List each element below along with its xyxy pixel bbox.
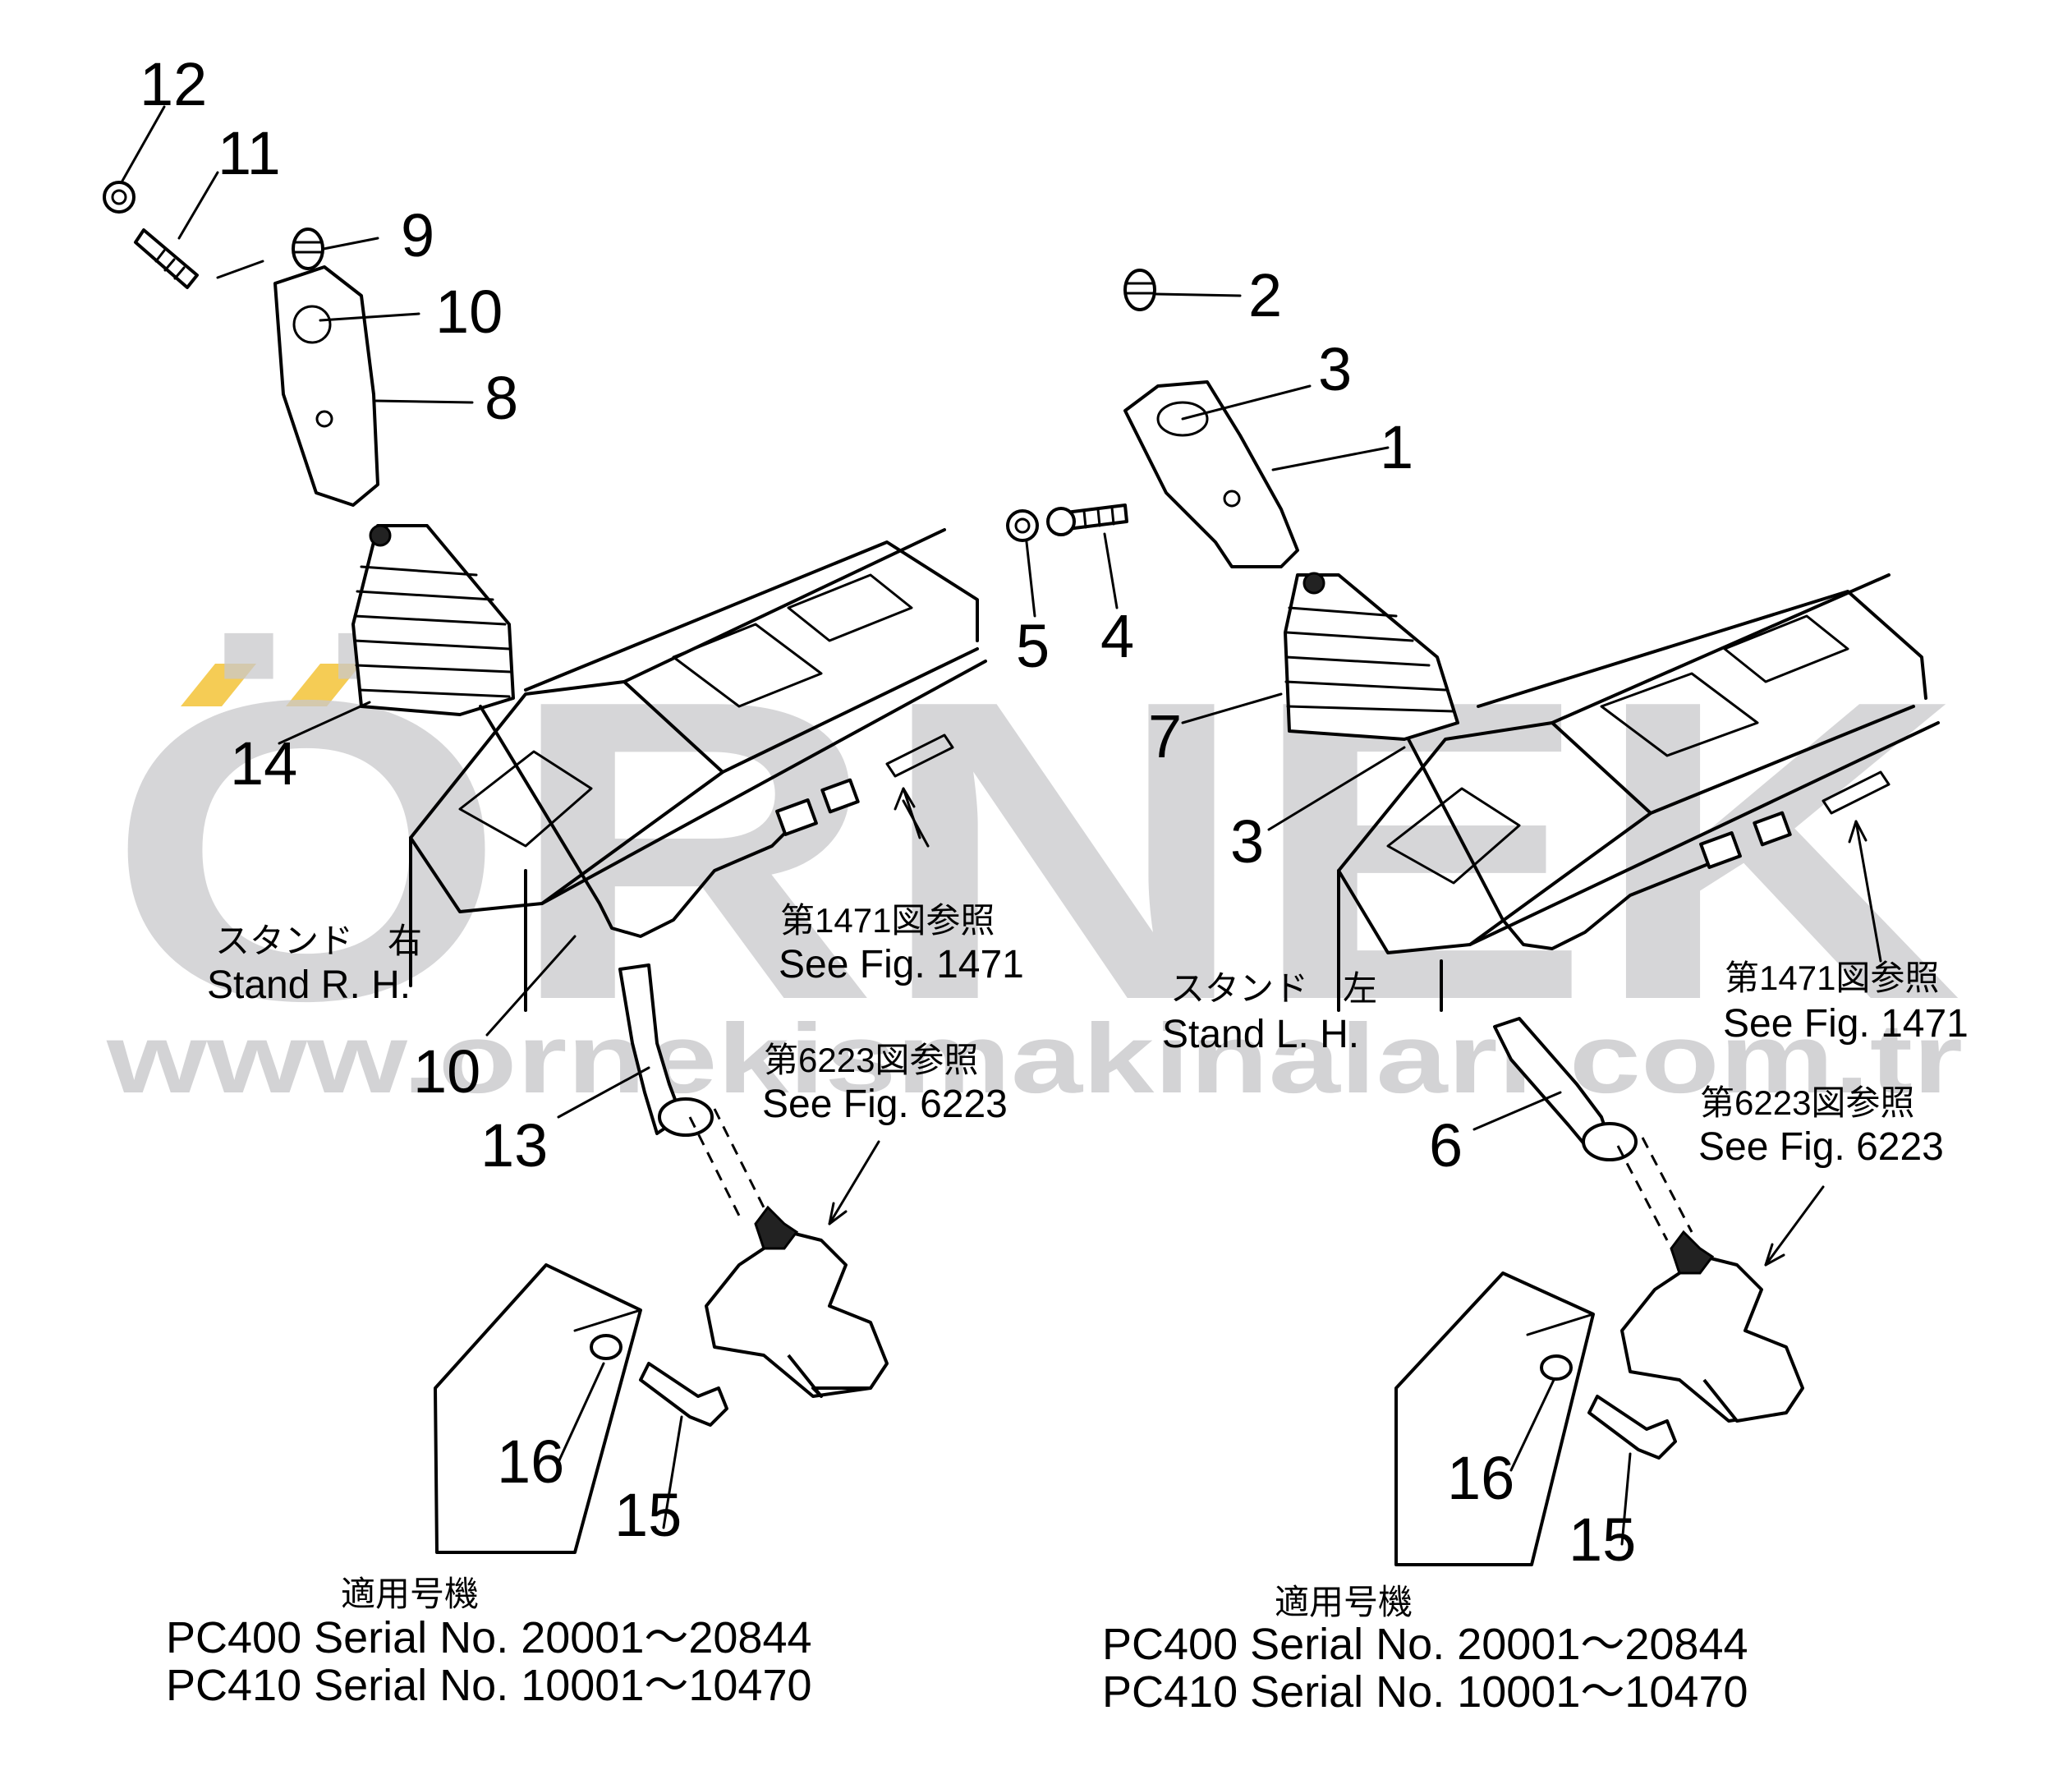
bolt-11	[134, 228, 199, 289]
callout-16-lh: 16	[1447, 1444, 1514, 1512]
watermark-accent-right	[286, 664, 361, 706]
applicable-rh-jp: 適用号機	[341, 1575, 479, 1613]
rubber-boot-rh	[351, 524, 515, 716]
watermark-accent-left	[181, 664, 256, 706]
serial-rh-1: PC400 Serial No. 20001～20844	[166, 1613, 812, 1662]
callout-4: 4	[1100, 602, 1134, 670]
bolt-15	[639, 1362, 728, 1427]
callout-10-top: 10	[435, 278, 503, 346]
callout-5: 5	[1016, 612, 1050, 680]
grip-screw-hole	[292, 305, 332, 344]
callout-7: 7	[1148, 702, 1182, 770]
stand-rh-jp: スタンド 右	[215, 922, 422, 960]
rubber-boot-lh	[1284, 572, 1459, 741]
callout-9: 9	[401, 201, 434, 269]
connector-rh-2	[820, 778, 860, 814]
callout-1: 1	[1380, 413, 1413, 481]
serial-lh-2: PC410 Serial No. 10001～10470	[1102, 1667, 1748, 1717]
nut-5	[1006, 509, 1039, 542]
applicable-lh-jp: 適用号機	[1275, 1583, 1413, 1621]
callout-12: 12	[140, 50, 207, 118]
mounting-plate-rh	[434, 1263, 642, 1554]
stand-rh	[409, 528, 987, 1012]
serial-rh-2: PC410 Serial No. 10001～10470	[166, 1661, 812, 1710]
callout-15: 15	[614, 1481, 682, 1549]
cap-9	[292, 228, 324, 270]
ref-6223-rh-en: See Fig. 6223	[762, 1083, 1008, 1126]
stand-lh-en: Stand L. H.	[1162, 1013, 1359, 1056]
ref-6223-lh-jp: 第6223図参照	[1700, 1083, 1914, 1122]
callout-3-top: 3	[1318, 335, 1352, 403]
ref-6223-lh-en: See Fig. 6223	[1698, 1125, 1944, 1169]
washer-16-lh	[1540, 1354, 1573, 1381]
connector-lh-1	[1699, 831, 1742, 869]
callout-6: 6	[1429, 1111, 1463, 1179]
left-assembly: 12 11 9 10 8 14 10 13 16 15 スタンド 右 Stand…	[103, 50, 1024, 1710]
ref-1471-rh-jp: 第1471図参照	[780, 901, 995, 940]
callout-14: 14	[230, 729, 297, 798]
mounting-plate-lh	[1394, 1271, 1595, 1566]
control-rod-rh	[479, 705, 790, 938]
callout-8: 8	[485, 364, 518, 432]
stand-lh	[1337, 573, 1940, 1012]
pilot-valve-lh	[1620, 1230, 1804, 1423]
ref-1471-lh-jp: 第1471図参照	[1725, 959, 1939, 997]
stand-rh-en: Stand R. H.	[207, 963, 411, 1007]
ref-1471-lh-en: See Fig. 1471	[1723, 1002, 1969, 1046]
nut-12	[103, 181, 136, 214]
callout-15-lh: 15	[1569, 1506, 1636, 1574]
stand-lh-jp: スタンド 左	[1170, 969, 1377, 1008]
right-assembly: 2 3 1 5 4 7 3 6 16 15 スタンド 左 Stand L. H.…	[1006, 261, 1969, 1717]
watermark-url: www.ornekismakinalari.com.tr	[106, 1004, 1963, 1114]
connector-rh-1	[775, 798, 818, 836]
serial-lh-1: PC400 Serial No. 20001～20844	[1102, 1620, 1748, 1669]
callout-2: 2	[1248, 261, 1282, 329]
callout-11: 11	[218, 119, 281, 187]
ref-1471-rh-en: See Fig. 1471	[779, 943, 1024, 986]
callout-10-bottom: 10	[413, 1037, 480, 1106]
callout-13: 13	[480, 1111, 548, 1179]
connector-lh-2	[1753, 811, 1792, 847]
callout-3-bottom: 3	[1230, 807, 1264, 876]
washer-16	[590, 1334, 623, 1360]
cap-2	[1123, 269, 1156, 311]
control-rod-lh	[1407, 738, 1714, 950]
lever-grip-rh	[273, 265, 379, 507]
callout-16: 16	[497, 1428, 564, 1496]
ref-6223-rh-jp: 第6223図参照	[764, 1041, 978, 1079]
pilot-valve-rh	[705, 1205, 889, 1398]
lever-grip-lh	[1123, 380, 1299, 568]
bolt-15-lh	[1587, 1395, 1677, 1460]
